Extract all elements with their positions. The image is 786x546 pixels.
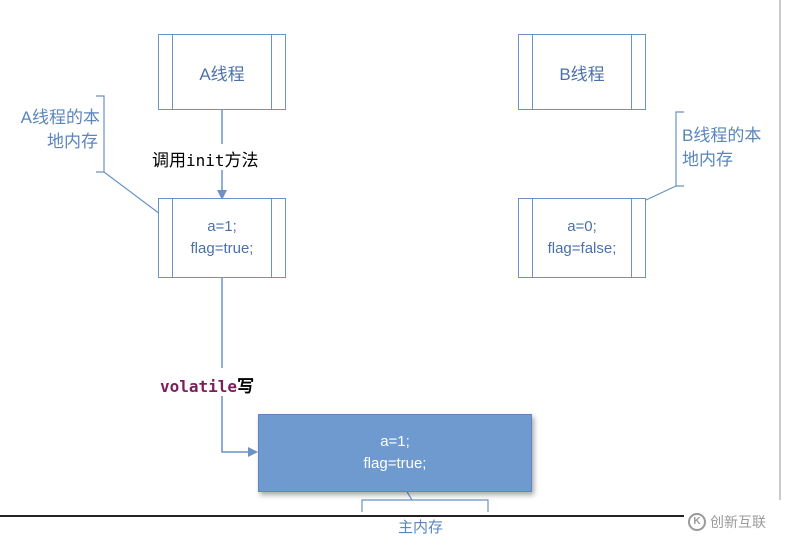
bracket-local-b <box>675 111 684 187</box>
volatile-write-label: volatile写 <box>160 372 254 397</box>
local-a-label: A线程的本 地内存 <box>0 106 100 154</box>
call-code: init <box>186 151 225 170</box>
main-memory-line2: flag=true; <box>363 455 427 472</box>
thread-a-box: A线程 <box>158 34 286 110</box>
call-prefix: 调用 <box>152 151 186 170</box>
main-memory-line1: a=1; <box>380 433 410 450</box>
local-b-label-line2: 地内存 <box>682 150 733 169</box>
leader-local-b <box>645 185 677 201</box>
thread-b-title: B线程 <box>559 64 605 84</box>
local-a-line2: flag=true; <box>190 240 254 257</box>
bracket-local-a <box>96 95 105 173</box>
main-memory-label: 主内存 <box>398 519 444 536</box>
local-b-label-line1: B线程的本 <box>682 126 762 145</box>
local-b-line1: a=0; <box>567 218 597 235</box>
volatile-suffix: 写 <box>237 377 255 396</box>
local-a-line1: a=1; <box>207 218 237 235</box>
volatile-keyword: volatile <box>160 377 238 396</box>
local-a-label-line1: A线程的本 <box>20 108 100 127</box>
local-b-label: B线程的本 地内存 <box>682 124 761 172</box>
local-a-label-line2: 地内存 <box>47 132 98 151</box>
watermark-text: 创新互联 <box>710 514 766 530</box>
local-b-line2: flag=false; <box>547 240 617 257</box>
local-memory-b: a=0; flag=false; <box>518 198 646 278</box>
call-suffix: 方法 <box>224 151 259 170</box>
thread-b-box: B线程 <box>518 34 646 110</box>
watermark-logo-icon: K <box>688 513 706 531</box>
bracket-main-memory <box>361 499 489 512</box>
local-memory-a: a=1; flag=true; <box>158 198 286 278</box>
main-memory-box: a=1; flag=true; <box>258 414 532 492</box>
thread-a-title: A线程 <box>199 64 245 84</box>
arrow-volatile-to-main <box>221 396 258 457</box>
call-init-label: 调用init方法 <box>152 146 259 171</box>
watermark: K 创新互联 <box>688 512 766 532</box>
leader-local-a <box>103 171 161 215</box>
